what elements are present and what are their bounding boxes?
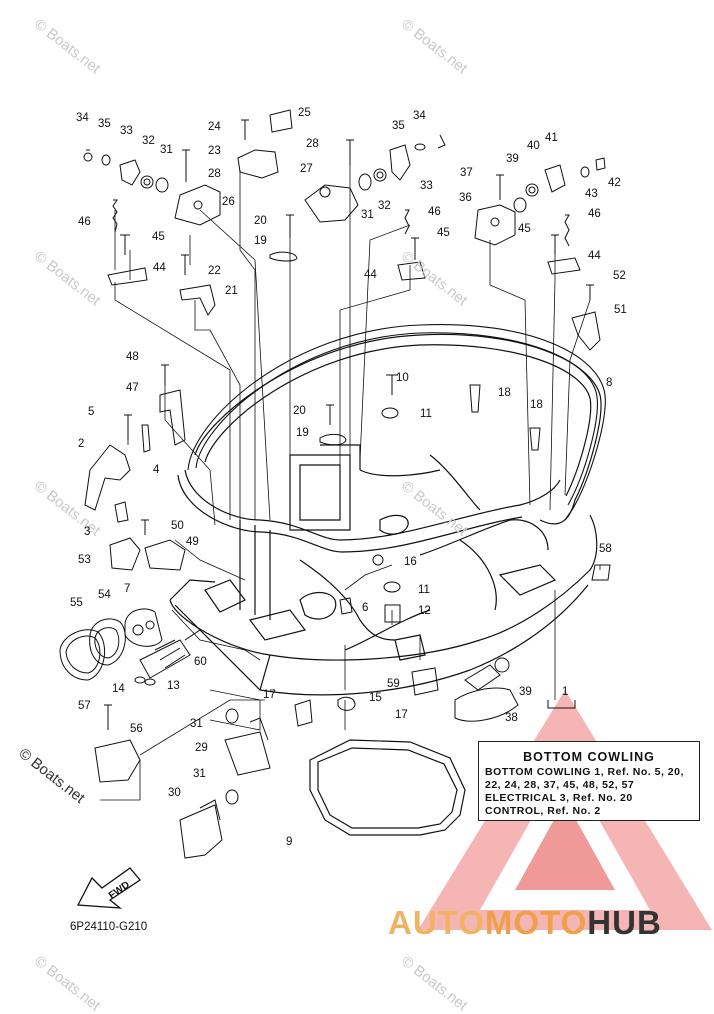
callout: 33 xyxy=(420,180,433,192)
callout: 31 xyxy=(190,718,203,730)
callout: 40 xyxy=(527,140,540,152)
callout: 10 xyxy=(396,372,409,384)
callout: 38 xyxy=(505,712,518,724)
callout: 31 xyxy=(193,768,206,780)
callout: 41 xyxy=(545,132,558,144)
diagram-code: 6P24110-G210 xyxy=(70,921,148,933)
small-parts xyxy=(59,109,611,909)
callout: 39 xyxy=(506,153,519,165)
parts-diagram xyxy=(59,109,712,930)
callout: 55 xyxy=(70,597,83,609)
callout: 46 xyxy=(428,206,441,218)
callout: 6 xyxy=(362,602,369,614)
callout: 58 xyxy=(599,543,612,555)
callout: 20 xyxy=(293,405,306,417)
callout: 53 xyxy=(78,554,91,566)
lower-seal xyxy=(309,739,466,836)
callout: 30 xyxy=(168,787,181,799)
brand-logo: AUTOMOTOHUB xyxy=(388,904,662,942)
callout: 60 xyxy=(194,656,207,668)
callout: 14 xyxy=(112,683,125,695)
callout: 25 xyxy=(298,107,311,119)
callout: 31 xyxy=(160,144,173,156)
callout: 18 xyxy=(498,387,511,399)
leader-lines xyxy=(100,165,601,801)
callout: 20 xyxy=(254,215,267,227)
callout: 46 xyxy=(78,216,91,228)
legend-line: CONTROL, Ref. No. 2 xyxy=(485,805,601,817)
callout: 51 xyxy=(614,304,627,316)
callout: 22 xyxy=(208,265,221,277)
callout: 17 xyxy=(395,709,408,721)
legend-line: 22, 24, 28, 37, 45, 48, 52, 57 xyxy=(485,779,635,791)
callout: 45 xyxy=(437,227,450,239)
callout: 15 xyxy=(369,692,382,704)
callout: 56 xyxy=(130,723,143,735)
callout: 39 xyxy=(519,686,532,698)
callout: 8 xyxy=(606,377,613,389)
legend-box: BOTTOM COWLING BOTTOM COWLING 1, Ref. No… xyxy=(478,741,700,821)
callout: 19 xyxy=(254,235,267,247)
callout: 35 xyxy=(392,120,405,132)
callout: 11 xyxy=(418,584,430,596)
callout: 44 xyxy=(588,250,601,262)
callout: 3 xyxy=(84,526,91,538)
callout: 23 xyxy=(208,145,221,157)
callout: 31 xyxy=(361,209,374,221)
legend-line: BOTTOM COWLING 1, Ref. No. 5, 20, xyxy=(485,766,684,778)
callout: 7 xyxy=(124,583,131,595)
callout: 21 xyxy=(225,285,238,297)
upper-seal xyxy=(187,323,606,521)
callout: 32 xyxy=(142,135,155,147)
brand-part-2: MOTO xyxy=(484,904,588,941)
callout: 16 xyxy=(404,556,417,568)
callout: 17 xyxy=(263,689,276,701)
callout: 48 xyxy=(126,351,139,363)
callout: 29 xyxy=(195,742,208,754)
callout: 52 xyxy=(613,270,626,282)
callout: 2 xyxy=(78,438,85,450)
callout: 35 xyxy=(98,118,111,130)
callout: 44 xyxy=(153,262,166,274)
callout: 45 xyxy=(518,223,531,235)
callout: 34 xyxy=(76,112,89,124)
legend-line: ELECTRICAL 3, Ref. No. 20 xyxy=(485,792,633,804)
callout: 44 xyxy=(364,269,377,281)
callout: 1 xyxy=(562,686,569,698)
callout: 42 xyxy=(608,177,621,189)
callout: 36 xyxy=(459,192,472,204)
callout: 59 xyxy=(387,678,400,690)
callout: 46 xyxy=(588,208,601,220)
callout: 5 xyxy=(88,406,95,418)
callout: 50 xyxy=(171,520,184,532)
callout: 9 xyxy=(286,836,293,848)
callout: 43 xyxy=(585,188,598,200)
callout: 57 xyxy=(78,700,91,712)
callout: 28 xyxy=(208,168,221,180)
callout: 26 xyxy=(222,196,235,208)
bottom-cowling-body xyxy=(169,333,602,696)
legend-title: BOTTOM COWLING xyxy=(523,750,655,764)
callout: 13 xyxy=(167,680,180,692)
callout: 4 xyxy=(153,464,160,476)
callout: 54 xyxy=(98,589,111,601)
callout: 18 xyxy=(530,399,543,411)
callout: 11 xyxy=(420,408,432,420)
callout: 28 xyxy=(306,138,319,150)
callout: 37 xyxy=(460,167,473,179)
callout: 45 xyxy=(152,231,165,243)
brand-part-3: HUB xyxy=(587,904,662,941)
callout: 27 xyxy=(300,163,313,175)
brand-part-1: AUTO xyxy=(388,904,485,941)
callout: 33 xyxy=(120,125,133,137)
callout: 12 xyxy=(418,605,431,617)
callout: 19 xyxy=(296,427,309,439)
callout: 47 xyxy=(126,382,139,394)
callout: 34 xyxy=(413,110,426,122)
callout: 49 xyxy=(186,536,199,548)
callout: 24 xyxy=(208,121,221,133)
callout: 32 xyxy=(378,200,391,212)
